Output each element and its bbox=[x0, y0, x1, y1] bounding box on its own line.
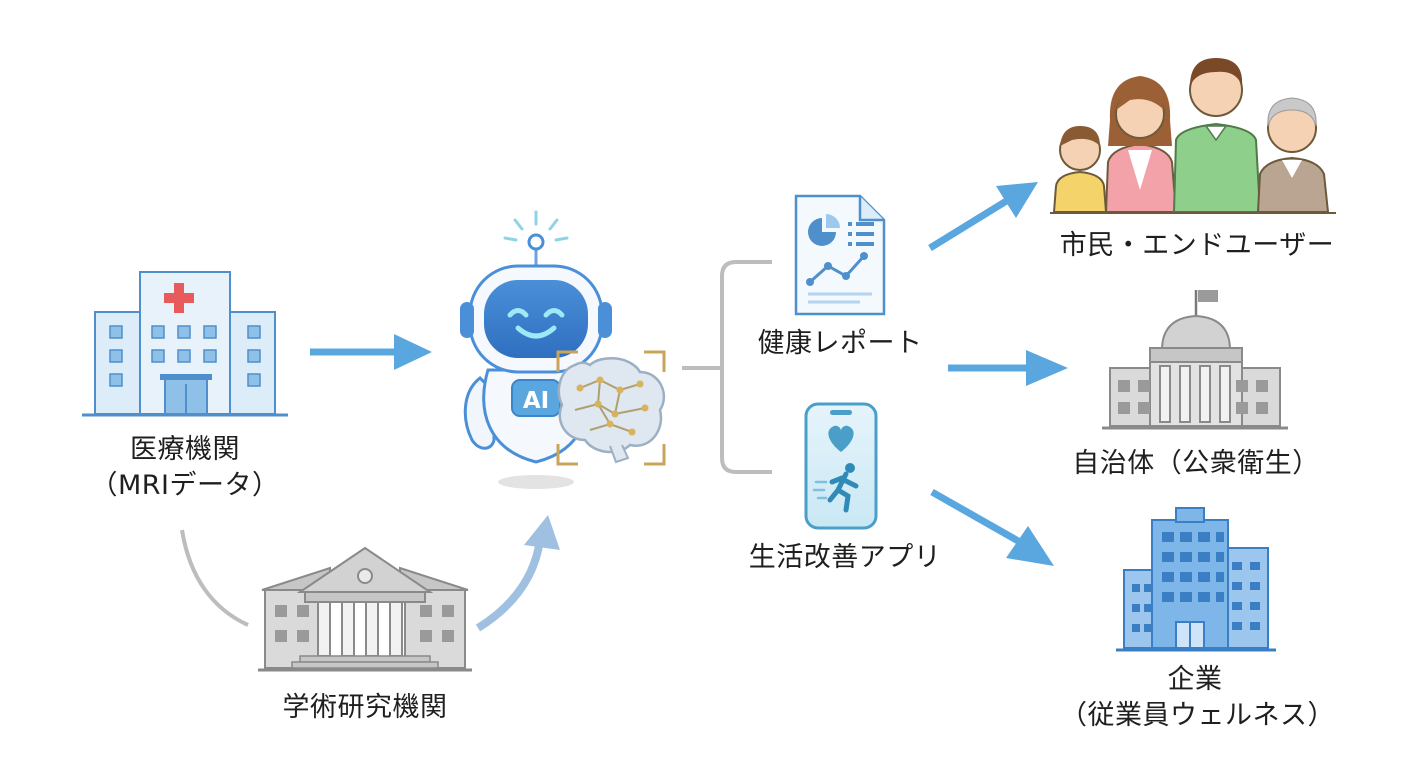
lifestyle-app-label: 生活改善アプリ bbox=[748, 542, 942, 573]
hospital-icon bbox=[82, 271, 288, 417]
health-report-document-icon bbox=[794, 194, 886, 316]
lifestyle-app-phone-icon bbox=[804, 402, 878, 530]
academic-institution-label: 学術研究機関 bbox=[282, 692, 448, 723]
connector-ai-to-outputs bbox=[682, 260, 772, 474]
company-label: 企業 （従業員ウェルネス） bbox=[1060, 662, 1335, 734]
curve-hospital-to-academic bbox=[180, 529, 249, 627]
arrow-academic-to-ai bbox=[475, 515, 560, 632]
arrow-to-citizens bbox=[928, 182, 1038, 251]
ai-robot-icon bbox=[460, 210, 612, 489]
government-label: 自治体（公衆衛生） bbox=[1072, 448, 1320, 479]
company-name: 企業 bbox=[1167, 664, 1223, 695]
company-building-icon bbox=[1116, 507, 1276, 652]
government-building-icon bbox=[1102, 290, 1288, 430]
arrow-to-government bbox=[948, 350, 1068, 386]
citizens-family-icon bbox=[1050, 58, 1336, 214]
medical-institution-name: 医療機関 bbox=[130, 434, 240, 465]
company-sub: （従業員ウェルネス） bbox=[1060, 700, 1335, 731]
ai-brain-icon bbox=[556, 350, 666, 466]
health-report-label: 健康レポート bbox=[757, 328, 923, 359]
ai-badge-text: AI bbox=[523, 388, 549, 414]
citizens-label: 市民・エンドユーザー bbox=[1059, 230, 1335, 261]
arrow-to-company bbox=[930, 488, 1054, 566]
medical-institution-sub: （MRIデータ） bbox=[90, 470, 280, 501]
academic-building-icon bbox=[258, 546, 472, 672]
medical-institution-label: 医療機関 （MRIデータ） bbox=[85, 432, 285, 504]
arrow-hospital-to-ai bbox=[310, 334, 432, 370]
